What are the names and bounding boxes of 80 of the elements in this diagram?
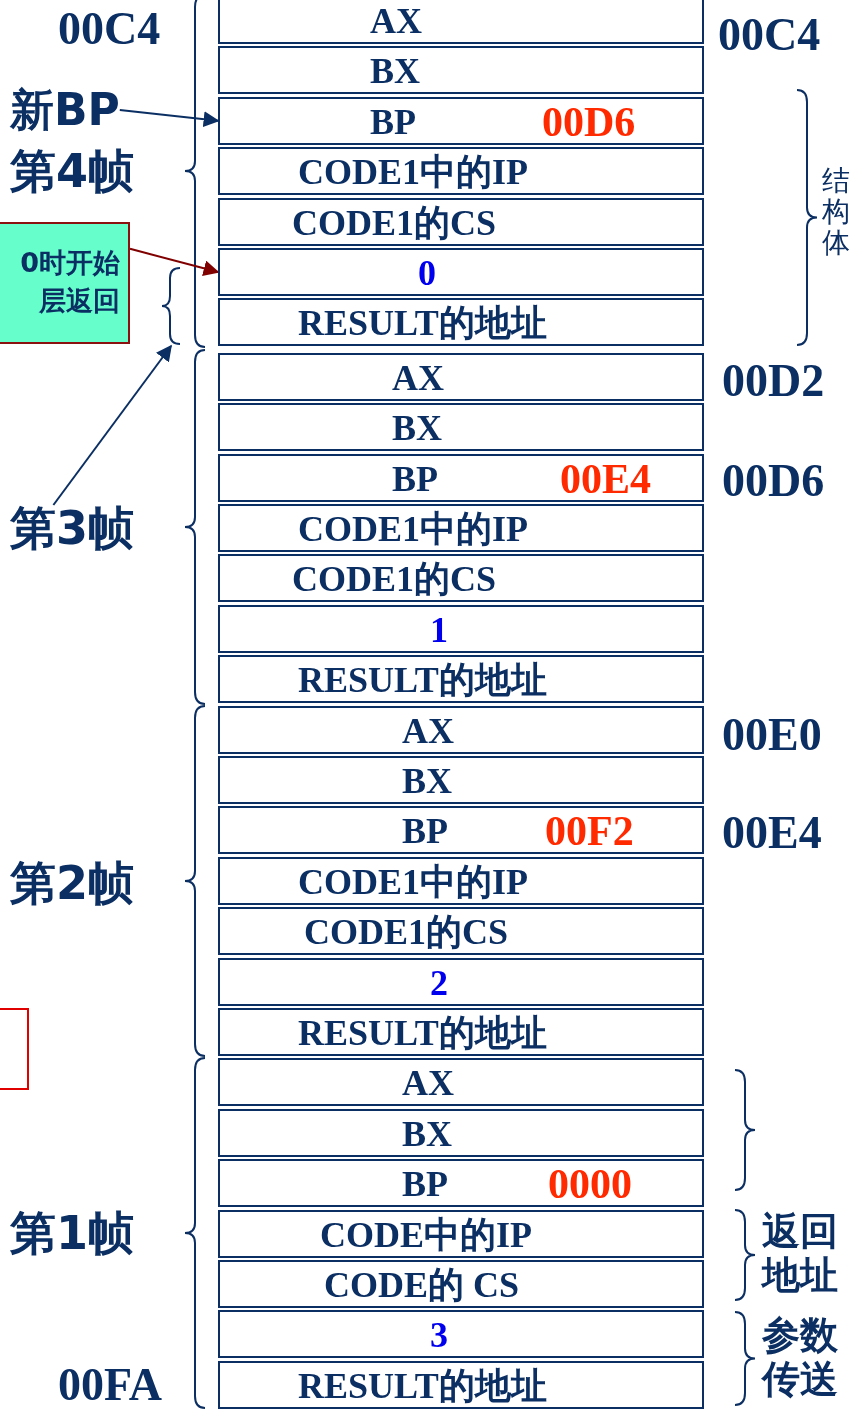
- address-label: 00C4: [718, 12, 821, 58]
- field-name: CODE1中的IP: [298, 508, 528, 551]
- field-name: CODE中的IP: [320, 1213, 532, 1257]
- field-name: AX: [392, 356, 444, 400]
- memory-cell: [218, 756, 704, 804]
- field-name: CODE1中的IP: [298, 151, 528, 195]
- memory-cell: [218, 298, 704, 347]
- field-name: CODE1中的IP: [298, 860, 528, 904]
- memory-cell: [218, 705, 704, 754]
- field-name: RESULT的地址: [298, 659, 547, 703]
- field-name: BX: [402, 760, 452, 803]
- field-name: RESULT的地址: [298, 302, 547, 346]
- field-name: CODE的 CS: [324, 1264, 520, 1307]
- field-name: CODE1的CS: [304, 911, 509, 955]
- memory-cell: [218, 1058, 704, 1107]
- field-name: CODE1的CS: [292, 558, 497, 602]
- field-name: AX: [402, 1062, 454, 1106]
- field-name: BP: [370, 100, 416, 144]
- arrow: [52, 344, 172, 506]
- memory-cell: [218, 1360, 704, 1409]
- address-label: 00D6: [722, 458, 825, 504]
- bp-value: 00D6: [542, 98, 636, 145]
- memory-cell: [218, 147, 704, 196]
- memory-cell: [218, 46, 704, 95]
- field-name: BX: [392, 407, 442, 451]
- bracket: [160, 266, 182, 346]
- address-label: 00C4: [58, 6, 161, 52]
- frame-label: 第2帧: [10, 860, 134, 906]
- memory-cell: [218, 1108, 704, 1157]
- structure-label: 结构体: [822, 166, 850, 259]
- memory-cell: [218, 1209, 704, 1258]
- field-name: BP: [402, 810, 448, 854]
- field-name: AX: [370, 0, 422, 43]
- memory-cell: [218, 1159, 704, 1208]
- memory-cell: [218, 248, 704, 296]
- field-name: BX: [402, 1112, 452, 1156]
- memory-cell: [218, 957, 704, 1006]
- memory-cell: [218, 0, 704, 44]
- memory-cell: [218, 504, 704, 552]
- field-name: BP: [392, 457, 438, 501]
- arrow: [129, 247, 220, 277]
- field-name: CODE1的CS: [292, 201, 497, 245]
- address-label: 00E4: [722, 810, 822, 856]
- memory-cell: [218, 453, 704, 502]
- memory-cell: [218, 96, 704, 145]
- memory-cell: [218, 1008, 704, 1056]
- memory-cell: [218, 554, 704, 603]
- memory-cell: [218, 352, 704, 401]
- address-label: 00FA: [58, 1362, 162, 1408]
- param-label: 参数传送: [762, 1314, 839, 1402]
- pointer-label: 新BP: [10, 88, 120, 132]
- memory-cell: [218, 1260, 704, 1308]
- value-text: 1: [430, 608, 448, 652]
- bp-value: 0000: [548, 1161, 632, 1208]
- bp-value: 00E4: [560, 455, 651, 502]
- memory-cell: [218, 403, 704, 452]
- field-name: RESULT的地址: [298, 1012, 547, 1055]
- memory-cell: [218, 907, 704, 956]
- field-name: RESULT的地址: [298, 1364, 547, 1408]
- memory-cell: [218, 856, 704, 905]
- value-text: 0: [418, 252, 436, 295]
- address-label: 00E0: [722, 712, 822, 758]
- arrow: [118, 109, 220, 128]
- value-text: 3: [430, 1314, 448, 1358]
- memory-cell: [218, 806, 704, 855]
- value-text: 2: [430, 961, 448, 1005]
- bp-value: 00F2: [545, 808, 634, 855]
- note-box: 0时开始层返回: [0, 222, 130, 344]
- memory-cell: [218, 1310, 704, 1359]
- frame-label: 第3帧: [10, 505, 134, 551]
- field-name: BP: [402, 1163, 448, 1207]
- memory-cell: [218, 655, 704, 704]
- address-label: 00D2: [722, 358, 825, 404]
- field-name: AX: [402, 709, 454, 753]
- field-name: BX: [370, 50, 420, 94]
- frame-label: 第4帧: [10, 148, 134, 194]
- memory-cell: [218, 197, 704, 246]
- frame-label: 第1帧: [10, 1210, 134, 1256]
- return-address-label: 返回地址: [762, 1210, 839, 1298]
- memory-cell: [218, 604, 704, 653]
